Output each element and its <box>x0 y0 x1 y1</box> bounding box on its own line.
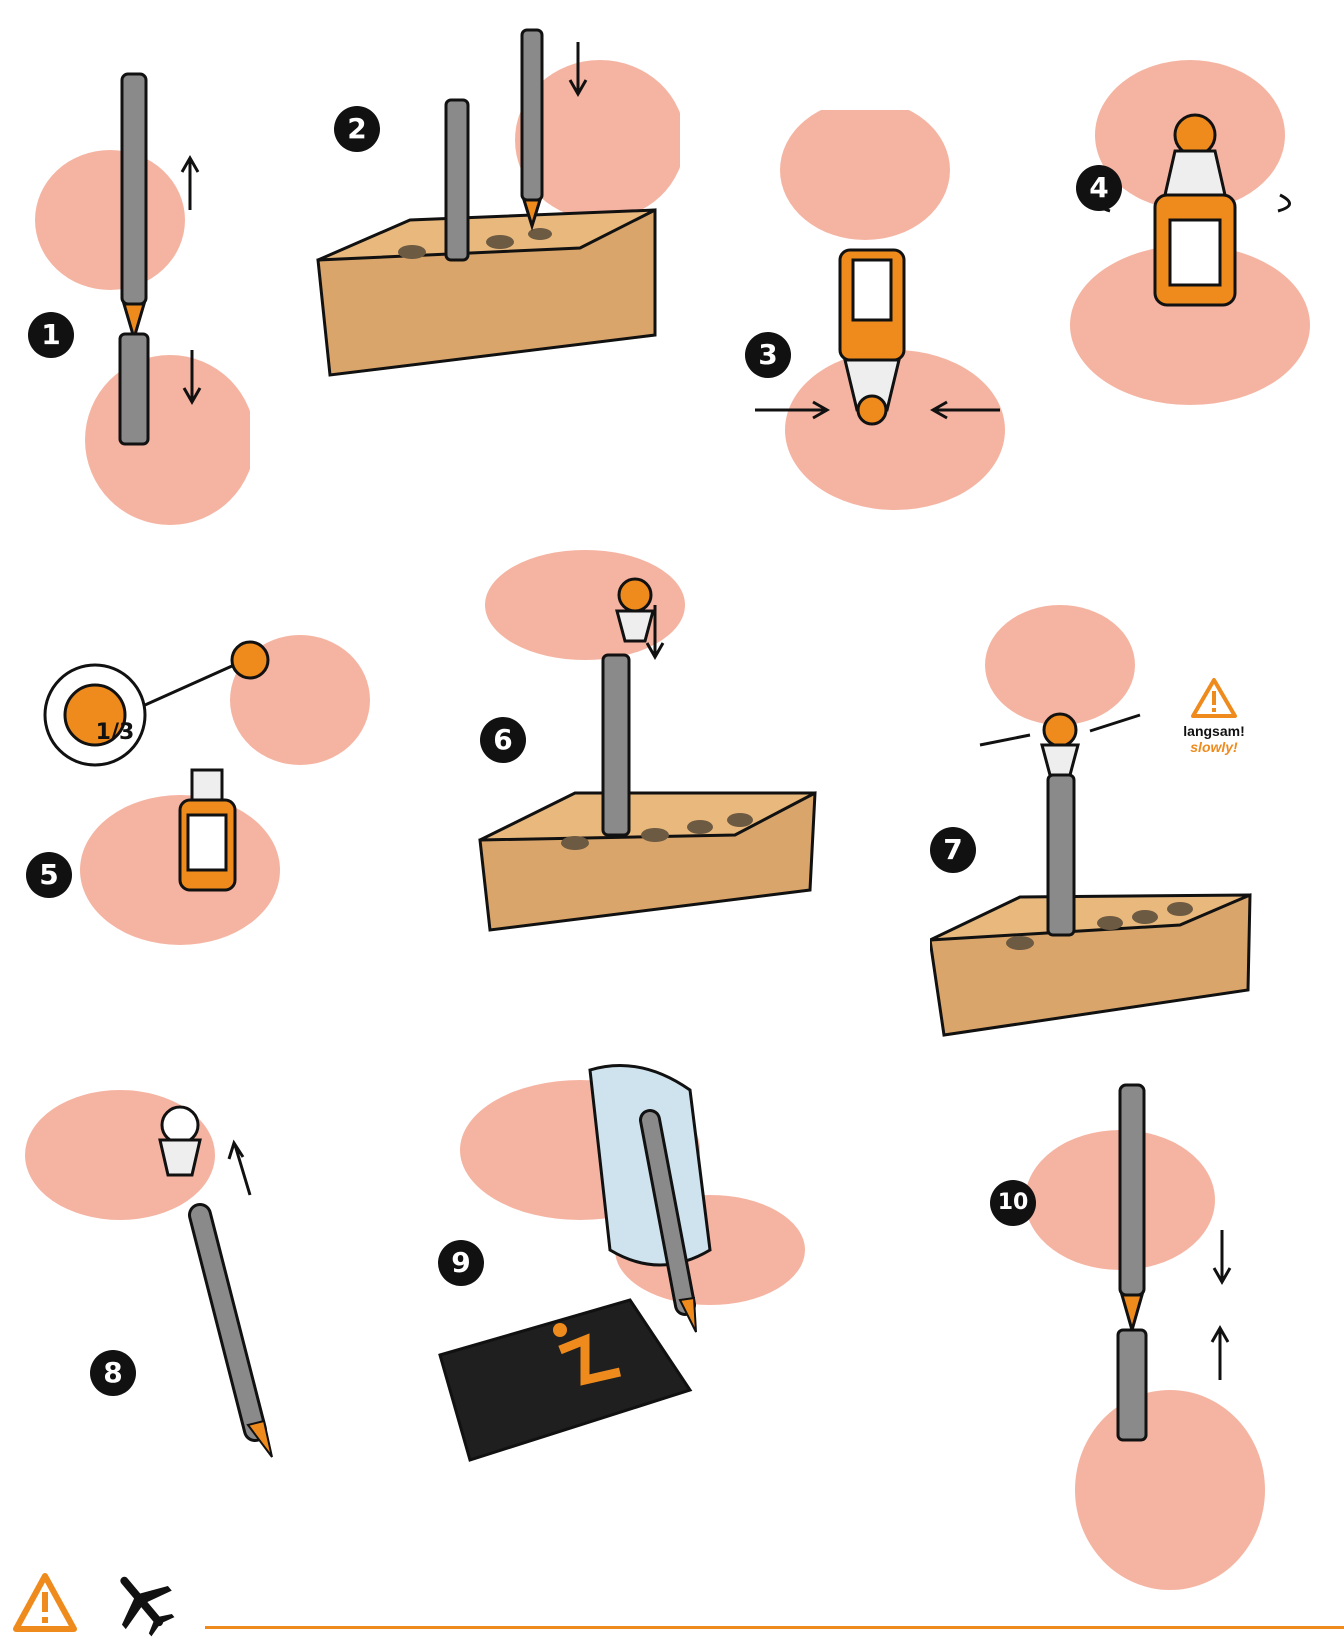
step-number-2: 2 <box>334 106 380 152</box>
step-5-panel: 1/3 5 <box>20 620 370 950</box>
step-8-illustration <box>20 1085 300 1465</box>
warning-label: langsam! <box>1174 723 1254 739</box>
warning-icon <box>1190 677 1238 719</box>
step-number-6: 6 <box>480 717 526 763</box>
step-number-9: 9 <box>438 1240 484 1286</box>
step-number-8: 8 <box>90 1350 136 1396</box>
step-1-panel: 1 <box>20 60 250 530</box>
step-number-4: 4 <box>1076 165 1122 211</box>
step-4-panel: 4 <box>1050 55 1335 415</box>
step-number-5: 5 <box>26 852 72 898</box>
step-3-panel: 3 <box>745 110 1025 530</box>
warning-icon <box>12 1572 78 1634</box>
airplane-icon <box>108 1568 178 1638</box>
warning-label-en: slowly! <box>1174 739 1254 755</box>
step-1-illustration <box>20 60 250 530</box>
step-3-illustration <box>745 110 1025 530</box>
step-number-7: 7 <box>930 827 976 873</box>
step-6-panel: 6 <box>455 535 835 935</box>
step-4-illustration <box>1050 55 1335 415</box>
footer-divider <box>205 1626 1344 1629</box>
step-number-10: 10 <box>990 1180 1036 1226</box>
step-2-illustration <box>300 20 680 380</box>
step-5-illustration <box>20 620 370 950</box>
step-7-panel: 7 langsam! slowly! <box>930 605 1270 1045</box>
step-10-illustration <box>990 1080 1290 1620</box>
step-9-panel: 9 <box>410 1050 840 1480</box>
step-2-panel: 2 <box>300 20 680 380</box>
step-7-illustration <box>930 605 1270 1045</box>
fill-level-marker: 1/3 <box>90 720 140 745</box>
step-10-panel: 10 <box>990 1080 1290 1620</box>
step-number-3: 3 <box>745 332 791 378</box>
step-8-panel: 8 <box>20 1085 300 1465</box>
step-number-1: 1 <box>28 312 74 358</box>
